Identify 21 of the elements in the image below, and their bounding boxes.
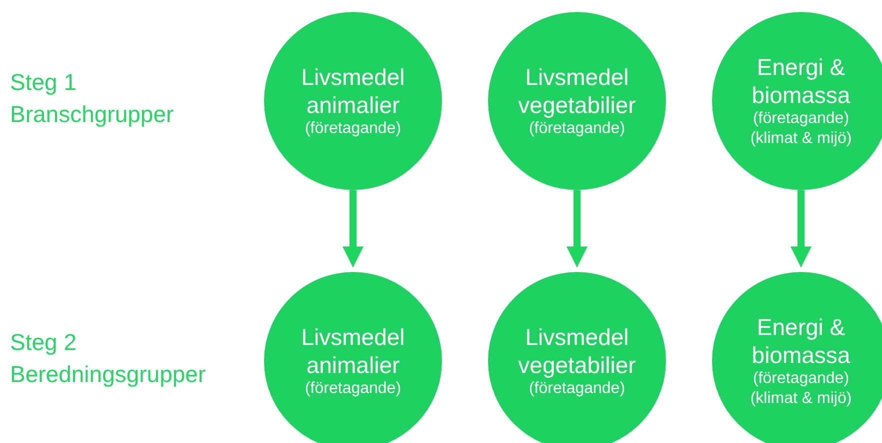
circle-note: (företagande) bbox=[304, 119, 402, 139]
circle-title: Energi & biomassa bbox=[750, 313, 852, 369]
down-arrow bbox=[342, 190, 364, 268]
circle-note: (företagande) bbox=[304, 379, 402, 399]
step-label: Steg 1 bbox=[10, 68, 76, 96]
circle-note: (företagande) bbox=[752, 109, 850, 129]
step-label: Beredningsgrupper bbox=[10, 360, 206, 388]
circle-note: (företagande) bbox=[528, 119, 626, 139]
step-label: Steg 2 bbox=[10, 328, 76, 356]
down-arrow bbox=[566, 190, 588, 268]
circle-note: (klimat & mijö) bbox=[750, 389, 852, 409]
circle-note: (klimat & mijö) bbox=[750, 129, 852, 149]
circle-title: Livsmedel vegetabilier bbox=[517, 63, 637, 119]
circle-note: (företagande) bbox=[752, 369, 850, 389]
circle-title: Livsmedel animalier bbox=[300, 323, 406, 379]
down-arrow bbox=[790, 190, 812, 268]
circle-note: (företagande) bbox=[528, 379, 626, 399]
circle-title: Livsmedel animalier bbox=[300, 63, 406, 119]
circle-title: Energi & biomassa bbox=[750, 53, 852, 109]
step-label: Branschgrupper bbox=[10, 100, 174, 128]
circle-title: Livsmedel vegetabilier bbox=[517, 323, 637, 379]
